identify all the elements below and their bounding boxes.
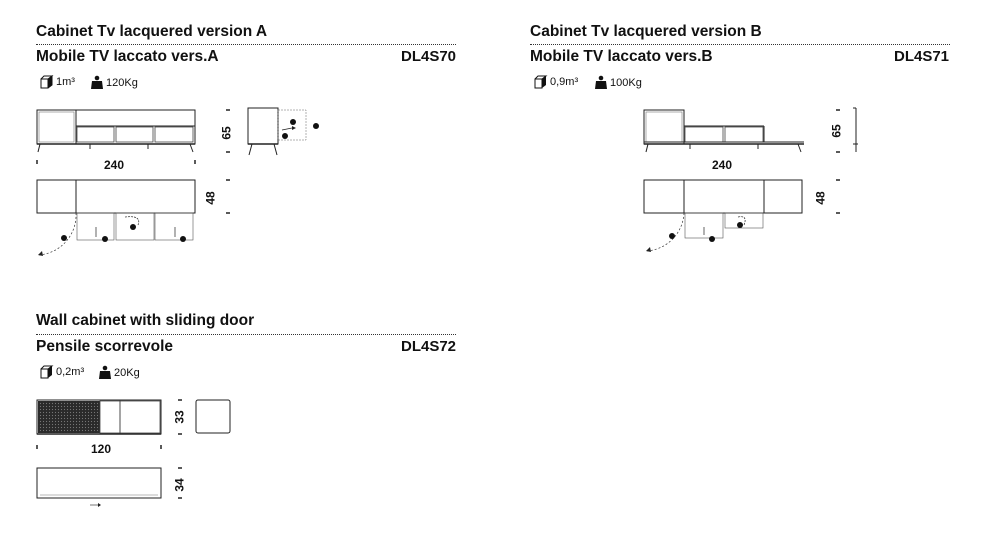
- product-a-title-it: Mobile TV laccato vers.A: [36, 48, 219, 65]
- product-c-title-en: Wall cabinet with sliding door: [36, 312, 255, 329]
- product-c-front-drawing: [36, 399, 231, 507]
- product-a-plan-drawing: [36, 179, 230, 256]
- product-a-divider: [36, 44, 456, 45]
- product-a-volume: 1m³: [40, 75, 75, 89]
- weight-value: 20Kg: [114, 366, 140, 379]
- product-a-title-en: Cabinet Tv lacquered version A: [36, 23, 268, 40]
- product-c-volume: 0,2m³: [40, 365, 84, 379]
- cube-icon: [40, 75, 54, 89]
- product-b-front-drawing: [643, 107, 858, 153]
- volume-value: 0,2m³: [56, 366, 85, 378]
- weight-icon: [595, 75, 607, 89]
- product-b-title-it: Mobile TV laccato vers.B: [530, 48, 713, 65]
- product-b-height-label: 65: [829, 124, 844, 138]
- product-c-weight: 20Kg: [98, 365, 140, 380]
- cube-icon: [40, 365, 54, 379]
- product-b-volume: 0,9m³: [534, 75, 578, 89]
- volume-value: 0,9m³: [550, 76, 579, 88]
- product-a-width-label: 240: [104, 158, 125, 172]
- product-a-front-drawing: [36, 107, 319, 164]
- product-b-divider: [530, 44, 950, 45]
- weight-value: 120Kg: [106, 76, 138, 89]
- weight-icon: [99, 365, 111, 379]
- product-c-divider: [36, 334, 456, 335]
- product-a-depth-label: 48: [203, 191, 218, 205]
- cube-icon: [534, 75, 548, 89]
- product-a-height-label: 65: [219, 126, 234, 140]
- product-a-weight: 120Kg: [90, 75, 138, 90]
- product-a-code: DL4S70: [401, 48, 457, 65]
- product-b-plan-drawing: [643, 179, 840, 252]
- product-c-height-label: 33: [172, 410, 187, 424]
- product-c-width-label: 120: [91, 442, 112, 456]
- weight-value: 100Kg: [610, 76, 642, 89]
- product-c-depth-label: 34: [172, 478, 187, 492]
- product-c-code: DL4S72: [401, 338, 457, 355]
- volume-value: 1m³: [56, 76, 75, 88]
- product-b-depth-label: 48: [813, 191, 828, 205]
- product-b-code: DL4S71: [894, 48, 950, 65]
- product-b-weight: 100Kg: [594, 75, 642, 90]
- product-b-title-en: Cabinet Tv lacquered version B: [530, 23, 762, 40]
- product-c-title-it: Pensile scorrevole: [36, 338, 173, 355]
- product-b-width-label: 240: [712, 158, 733, 172]
- weight-icon: [91, 75, 103, 89]
